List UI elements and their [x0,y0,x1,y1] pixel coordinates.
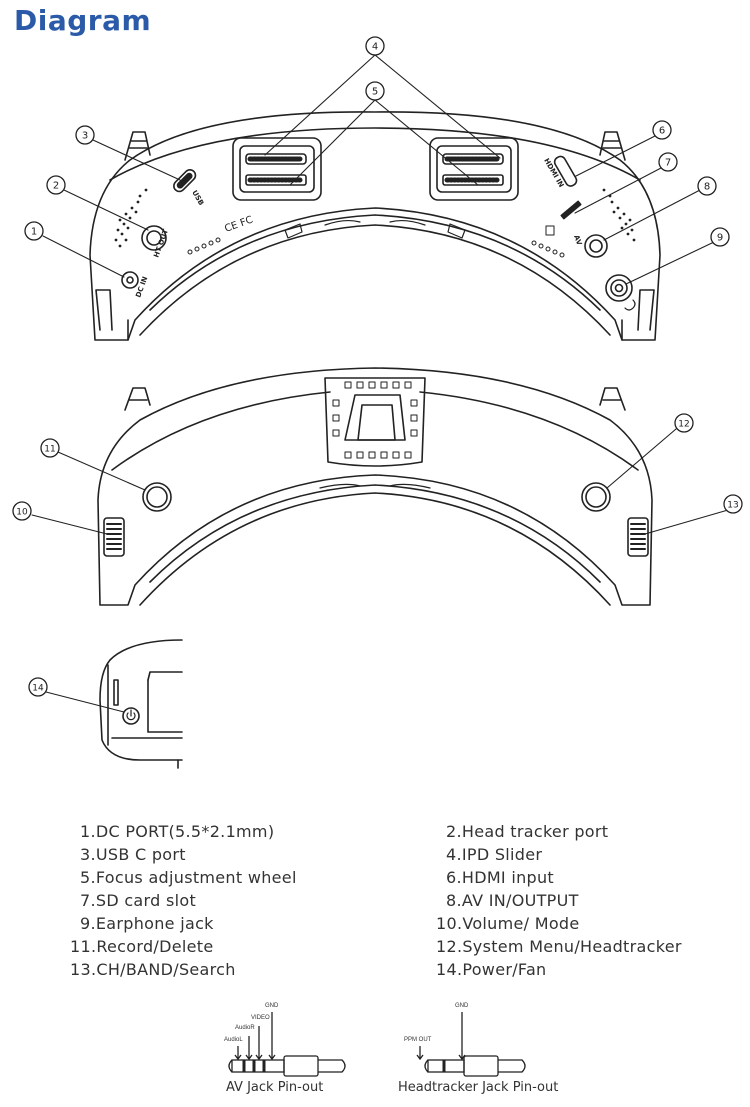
legend-item-13: 13.CH/BAND/Search [70,960,236,979]
legend-item-5: 5.Focus adjustment wheel [80,868,297,887]
legend-item-9: 9.Earphone jack [80,914,214,933]
ht-out-label: HT OUT [152,228,170,259]
speaker-grill-left [114,188,148,248]
hdmi-port [553,155,578,187]
ht-pin-ppm-out: PPM OUT [404,1037,432,1043]
svg-text:4: 4 [372,42,378,53]
power-fan-button [122,707,140,725]
svg-text:9: 9 [717,233,723,244]
svg-text:6: 6 [659,126,665,137]
side-detail-view [99,639,183,769]
legend-item-1: 1.DC PORT(5.5*2.1mm) [80,822,275,841]
usb-label: USB [190,189,205,207]
callout-9: 9 [710,227,730,247]
callout-10: 10 [12,501,32,521]
callout-6: 6 [652,120,672,140]
av-pin-audior: AudioR [235,1025,255,1031]
ipd-slider-left [232,137,322,201]
legend-item-14: 14.Power/Fan [436,960,547,979]
callout-1: 1 [24,221,44,241]
legend-item-4: 4.IPD Slider [446,845,543,864]
svg-text:5: 5 [372,87,378,98]
svg-text:14: 14 [32,684,44,694]
record-delete-button [142,482,172,512]
goggles-diagram: USB HT OUT DC IN CE FC HDMI IN AV 123456… [12,36,743,769]
sd-card-slot [545,200,582,236]
strap-knob-right [599,131,626,161]
av-jack-caption: AV Jack Pin-out [226,1080,324,1095]
system-menu-button [581,482,611,512]
volume-mode-wheel [103,517,125,557]
led-indicators [187,237,565,258]
legend-item-12: 12.System Menu/Headtracker [436,937,682,956]
page-title: Diagram [14,4,152,37]
legend-item-11: 11.Record/Delete [70,937,214,956]
strap-knob-left [124,131,151,161]
legend-item-6: 6.HDMI input [446,868,554,887]
head-tracker-port [141,225,167,251]
ipd-slider-right [429,137,519,201]
callout-14: 14 [28,677,48,697]
svg-text:2: 2 [53,181,59,192]
earphone-jack [605,274,636,311]
ce-fc-label: CE FC [223,214,254,234]
av-pin-video: VIDEO [251,1015,270,1021]
legend-item-7: 7.SD card slot [80,891,197,910]
legend-item-10: 10.Volume/ Mode [436,914,580,933]
svg-text:11: 11 [44,445,55,455]
ht-jack-caption: Headtracker Jack Pin-out [398,1080,559,1095]
usb-c-port [173,169,197,193]
svg-text:7: 7 [665,158,671,169]
goggles-bottom-view [97,367,653,606]
av-jack-drawing [228,1012,346,1077]
svg-text:8: 8 [704,182,710,193]
speaker-grill-right [602,188,636,242]
svg-text:10: 10 [16,508,28,518]
callout-2: 2 [46,175,66,195]
callout-12: 12 [674,413,694,433]
ch-band-search-wheel [627,517,649,557]
callout-13: 13 [723,494,743,514]
ht-pin-gnd: GND [455,1003,469,1009]
svg-text:3: 3 [82,131,88,142]
av-port [584,234,608,258]
av-pin-audiol: AudioL [224,1037,243,1043]
av-label: AV [572,234,583,247]
callout-4: 4 [365,36,385,56]
callout-7: 7 [658,152,678,172]
callout-11: 11 [40,438,60,458]
headtracker-jack-drawing [416,1012,526,1077]
svg-text:1: 1 [31,227,37,238]
hdmi-in-label: HDMI IN [542,157,565,189]
callout-lines [31,54,729,713]
legend-item-8: 8.AV IN/OUTPUT [446,891,579,910]
dc-in-label: DC IN [134,275,149,298]
callout-5: 5 [365,81,385,101]
svg-text:12: 12 [678,420,689,430]
svg-text:13: 13 [727,501,738,511]
callout-8: 8 [697,176,717,196]
legend-item-3: 3.USB C port [80,845,186,864]
goggles-top-view [89,111,661,341]
callout-3: 3 [75,125,95,145]
av-pin-gnd: GND [265,1003,279,1009]
dc-port [121,271,139,289]
fan-module [324,377,426,467]
legend-item-2: 2.Head tracker port [446,822,609,841]
